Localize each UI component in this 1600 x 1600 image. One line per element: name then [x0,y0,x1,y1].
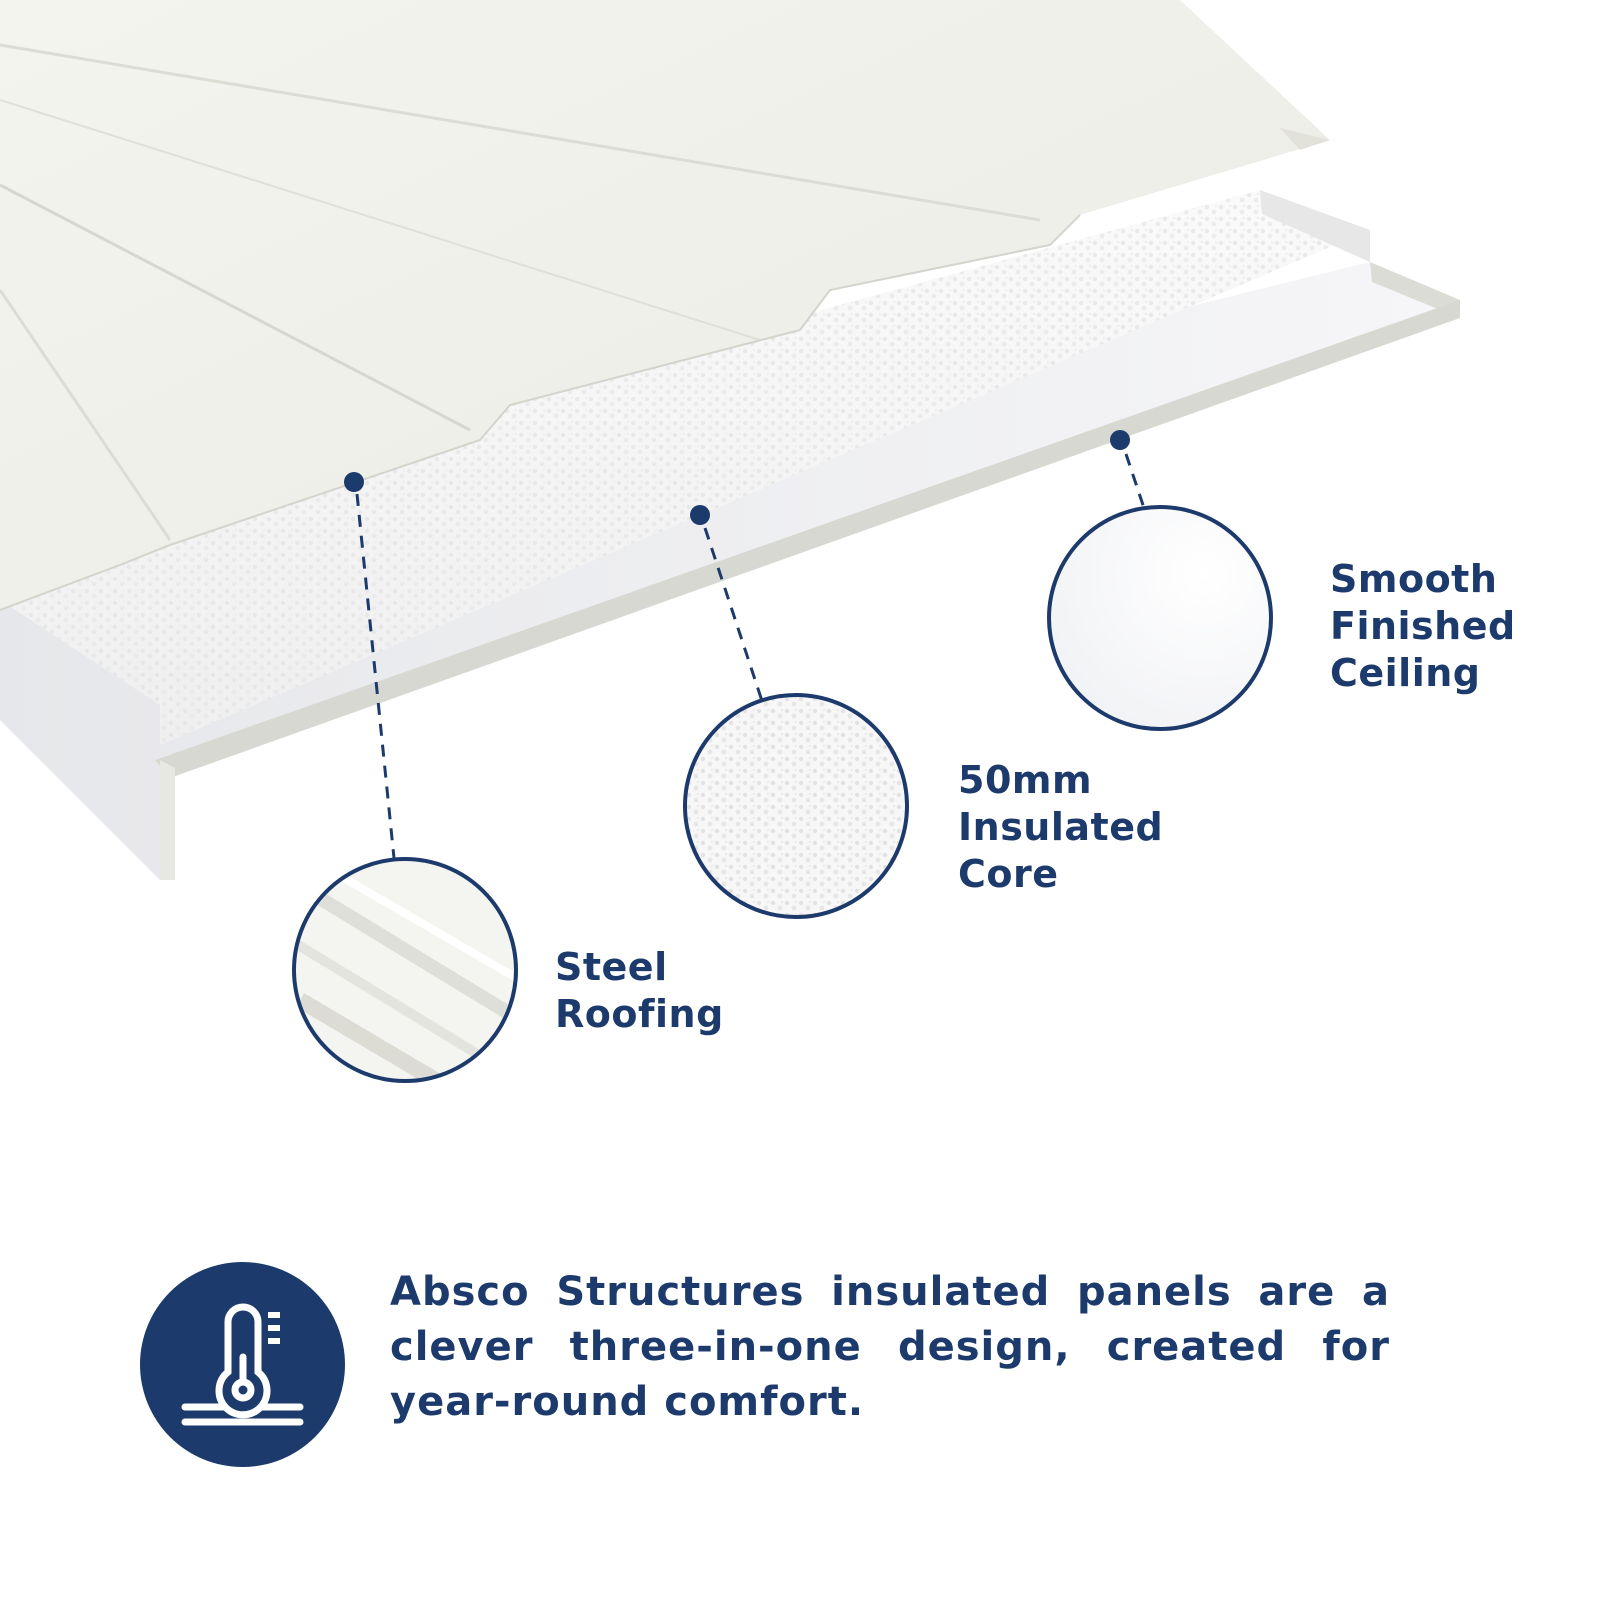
label-line: Roofing [555,992,724,1036]
leader-steel [344,472,396,859]
detail-circle-steel [292,857,518,1083]
leader-ceiling [1110,430,1150,521]
label-line: Ceiling [1330,651,1481,695]
label-line: Smooth [1330,557,1498,601]
ceiling-sheet [0,262,1460,880]
label-line: Insulated [958,805,1164,849]
label-line: Finished [1330,604,1516,648]
leader-foam [690,505,767,711]
label-line: Steel [555,945,668,989]
label-line: Core [958,852,1059,896]
thermometer-insulation-icon [140,1262,345,1467]
callout-dot [690,505,710,525]
callout-label-insulated-core: 50mm Insulated Core [958,757,1163,898]
steel-roof-sheet [0,0,1330,611]
callout-label-ceiling: Smooth Finished Ceiling [1330,556,1516,697]
detail-circle-ceiling [1047,505,1273,731]
footer-caption: Absco Structures insulated panels are a … [390,1269,1390,1425]
label-line: 50mm [958,758,1093,802]
callout-label-steel-roofing: Steel Roofing [555,944,724,1038]
foam-core-layer [0,190,1370,745]
detail-circle-foam [683,693,909,919]
callout-dot [1110,430,1130,450]
callout-dot [344,472,364,492]
